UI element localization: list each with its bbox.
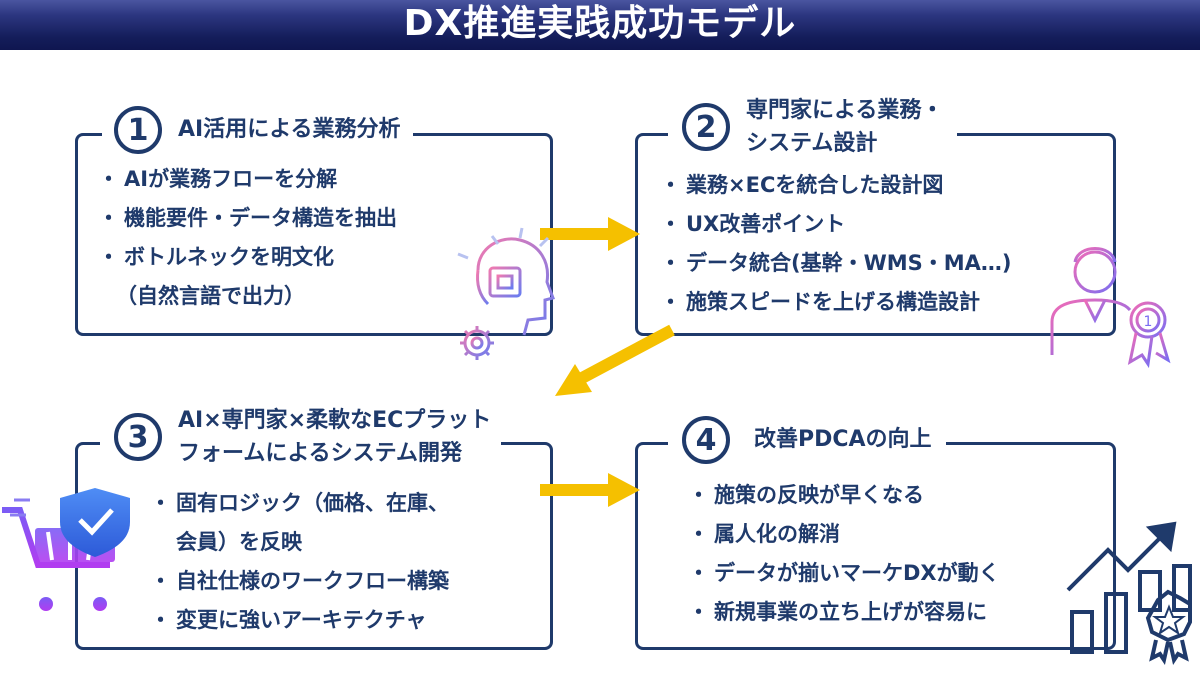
step-3-number: 3 <box>114 413 162 461</box>
step-1-list: AIが業務フローを分解 機能要件・データ構造を抽出 ボトルネックを明文化 （自然… <box>98 160 397 316</box>
list-item: 機能要件・データ構造を抽出 <box>98 199 397 238</box>
list-item: データ統合(基幹・WMS・MA…) <box>660 244 1012 283</box>
expert-award-icon <box>1050 247 1171 369</box>
step-1-number: 1 <box>114 106 162 154</box>
arrow-diagonal-icon <box>555 324 675 396</box>
arrow-right-icon <box>540 217 640 251</box>
step-3-heading-line-2: フォームによるシステム開発 <box>178 441 463 466</box>
list-item: AIが業務フローを分解 <box>98 160 397 199</box>
list-item: 業務×ECを統合した設計図 <box>660 166 1012 205</box>
step-3-list: 固有ロジック（価格、在庫、 会員）を反映 自社仕様のワークフロー構築 変更に強い… <box>150 484 449 640</box>
list-item: UX改善ポイント <box>660 205 1012 244</box>
step-2-header: 2 専門家による業務・ システム設計 <box>668 94 958 160</box>
list-item: 固有ロジック（価格、在庫、 <box>150 484 449 523</box>
title-banner: DX推進実践成功モデル <box>0 0 1200 50</box>
step-1-header: 1 AI活用による業務分析 <box>102 106 413 154</box>
list-item: 自社仕様のワークフロー構築 <box>150 562 449 601</box>
step-2-number: 2 <box>682 103 730 151</box>
list-item: ボトルネックを明文化 <box>98 238 397 277</box>
step-3-header: 3 AI×専門家×柔軟なECプラット フォームによるシステム開発 <box>100 404 502 470</box>
award-number-icon: 1 <box>1144 314 1153 330</box>
list-item: 会員）を反映 <box>176 530 302 554</box>
ai-head-gear-icon <box>457 227 555 360</box>
list-item: （自然言語で出力） <box>116 284 305 308</box>
arrow-right-icon <box>540 473 640 507</box>
step-3-heading-line-1: AI×専門家×柔軟なECプラット <box>178 408 492 433</box>
list-item: 施策スピードを上げる構造設計 <box>660 283 1012 322</box>
shield-cart-icon <box>2 488 130 611</box>
step-4-list: 施策の反映が早くなる 属人化の解消 データが揃いマーケDXが動く 新規事業の立ち… <box>688 476 1000 632</box>
list-item: 施策の反映が早くなる <box>688 476 1000 515</box>
step-2-heading-line-2: システム設計 <box>746 131 878 156</box>
step-1-heading: AI活用による業務分析 <box>178 117 401 142</box>
step-4-heading: 改善PDCAの向上 <box>754 427 932 452</box>
growth-chart-icon <box>1066 521 1192 666</box>
step-2-list: 業務×ECを統合した設計図 UX改善ポイント データ統合(基幹・WMS・MA…)… <box>660 166 1012 322</box>
step-2-heading: 専門家による業務・ システム設計 <box>746 94 943 160</box>
list-item: 変更に強いアーキテクチャ <box>150 601 449 640</box>
list-item: データが揃いマーケDXが動く <box>688 554 1000 593</box>
list-item: 新規事業の立ち上げが容易に <box>688 593 1000 632</box>
step-4-number: 4 <box>682 416 730 464</box>
step-3-heading: AI×専門家×柔軟なECプラット フォームによるシステム開発 <box>178 404 491 470</box>
list-item: 属人化の解消 <box>688 515 1000 554</box>
step-4-header: 4 改善PDCAの向上 <box>668 415 946 465</box>
page-title: DX推進実践成功モデル <box>403 3 797 44</box>
step-2-heading-line-1: 専門家による業務・ <box>746 98 944 123</box>
